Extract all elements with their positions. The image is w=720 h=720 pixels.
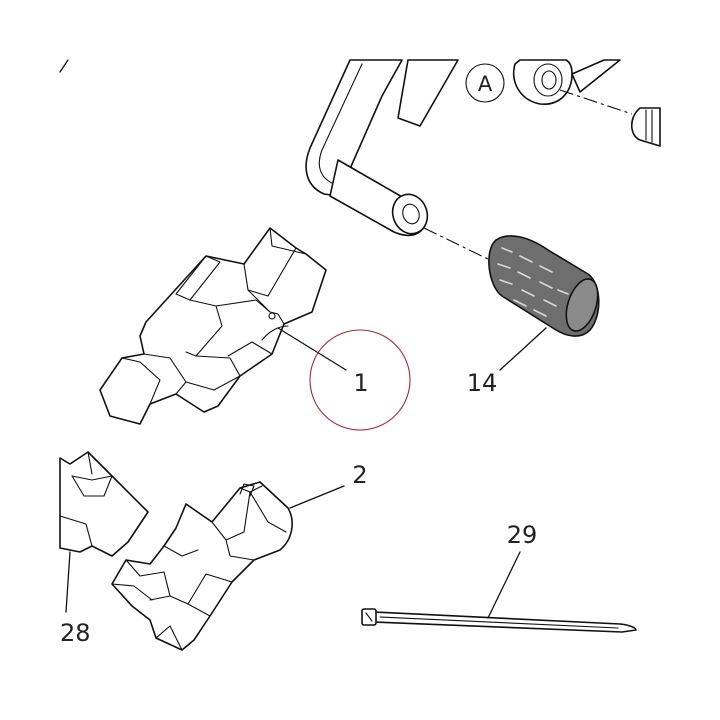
edge-mark — [59, 59, 69, 73]
leader-29 — [487, 551, 521, 619]
part-1-clamp — [99, 227, 327, 425]
grip-rubber — [488, 235, 600, 337]
highlight-circle — [309, 329, 411, 431]
callout-28: 28 — [60, 619, 91, 647]
view-marker-label: A — [478, 72, 493, 96]
callout-29: 29 — [507, 521, 538, 549]
part-29-cable-tie — [361, 608, 637, 633]
part-2-clamp — [111, 481, 293, 651]
callout-14: 14 — [467, 369, 498, 397]
leader-14 — [499, 327, 547, 371]
leader-2 — [289, 485, 345, 509]
callout-2: 2 — [352, 461, 367, 489]
axis-line-upper — [559, 89, 633, 115]
lever-arm — [305, 59, 661, 237]
leader-28 — [65, 551, 71, 613]
callout-1: 1 — [353, 369, 368, 397]
leader-1 — [277, 327, 347, 371]
axis-line-lower — [423, 227, 495, 263]
part-28-bracket — [59, 451, 149, 557]
view-marker-a: A — [465, 63, 505, 103]
